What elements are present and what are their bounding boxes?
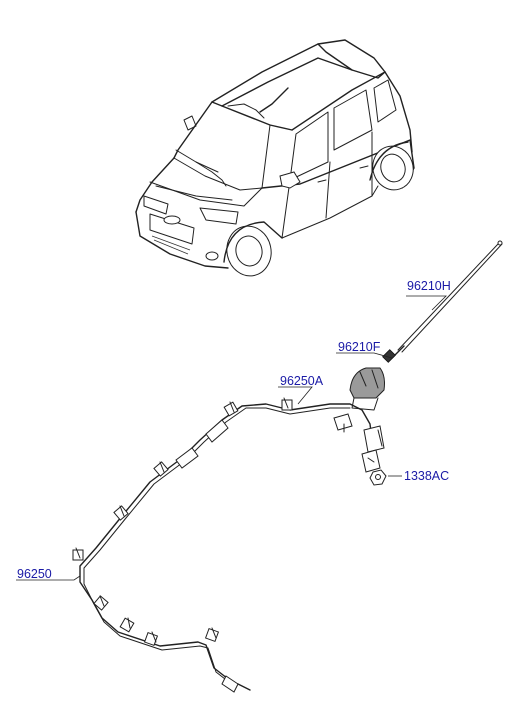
mounting-nut[interactable]: [369, 469, 387, 486]
antenna-feeder-cable[interactable]: [72, 397, 385, 693]
part-label-96210H[interactable]: 96210H: [407, 279, 451, 293]
part-label-96250A[interactable]: 96250A: [280, 374, 324, 388]
cable-clip: [113, 505, 129, 521]
cable-clip: [223, 401, 239, 417]
cable-clip: [143, 631, 159, 647]
car-illustration: [135, 39, 415, 277]
part-label-96210F[interactable]: 96210F: [338, 340, 381, 354]
part-label-96250[interactable]: 96250: [17, 567, 52, 581]
cable-clip: [153, 461, 169, 477]
cable-clip: [204, 627, 220, 643]
cable-clip: [119, 617, 135, 633]
antenna-base[interactable]: [349, 367, 385, 411]
antenna-mast[interactable]: [382, 240, 503, 363]
cable-clip: [72, 547, 84, 561]
part-label-1338AC[interactable]: 1338AC: [404, 469, 450, 483]
cable-clip: [281, 397, 293, 411]
leader-lines: [16, 295, 447, 581]
cable-clip: [93, 595, 109, 611]
